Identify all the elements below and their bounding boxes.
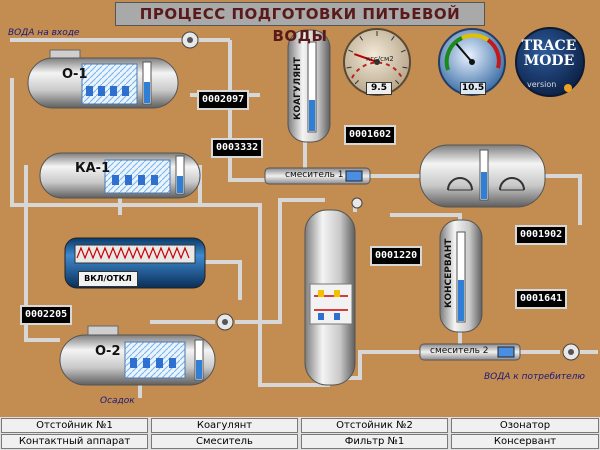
- nav-settler-1-button[interactable]: Отстойник №1: [1, 418, 148, 433]
- sediment-label: Осадок: [100, 396, 135, 406]
- tank-o1: [27, 31, 199, 109]
- heater-toggle-button[interactable]: ВКЛ/ОТКЛ: [78, 271, 138, 287]
- o2-value: 0002205: [20, 305, 73, 325]
- nav-ozonator-button[interactable]: Озонатор: [451, 418, 599, 433]
- ozonator: [419, 144, 546, 208]
- tank-preservative: [439, 219, 483, 333]
- logo-line-2: MODE: [523, 53, 575, 69]
- logo-line-1: TRACE: [521, 38, 577, 54]
- filter-1: [304, 197, 363, 386]
- pressure-unit-label: кгс/см2: [366, 55, 394, 63]
- nav-preservative-button[interactable]: Консервант: [451, 434, 599, 449]
- mixer-1: [264, 167, 371, 185]
- gauge-tick: [359, 35, 364, 41]
- gauge-tick: [395, 80, 400, 85]
- process-diagram: [10, 27, 598, 398]
- nav-coagulant-button[interactable]: Коагулянт: [151, 418, 298, 433]
- nav-filter-1-button[interactable]: Фильтр №1: [301, 434, 448, 449]
- mixer-2-label: смеситель 2: [430, 346, 489, 356]
- filter-value: 0001220: [370, 246, 423, 266]
- flow-gauge: [438, 28, 506, 96]
- gauge-tick: [402, 66, 408, 69]
- tank-ka1-label: КА-1: [75, 161, 111, 176]
- pressure-readout: 9.5: [366, 82, 392, 95]
- logo-version: version: [527, 80, 557, 89]
- nav-bar: Отстойник №1 Коагулянт Отстойник №2 Озон…: [0, 417, 600, 450]
- gauge-tick: [348, 49, 354, 53]
- water-out-label: ВОДА к потребителю: [484, 372, 585, 382]
- flow-readout: 10.5: [460, 82, 486, 95]
- nav-settler-2-button[interactable]: Отстойник №2: [301, 418, 448, 433]
- logo-text: TRACE MODE: [520, 39, 578, 69]
- pressure-gauge: [343, 28, 411, 96]
- o1-value: 0002097: [197, 90, 250, 110]
- coagulant-value: 0001602: [344, 125, 397, 145]
- gauge-tick: [346, 66, 352, 69]
- ka1-value: 0003332: [211, 138, 264, 158]
- page-title: ПРОЦЕСС ПОДГОТОВКИ ПИТЬЕВОЙ ВОДЫ: [115, 2, 485, 45]
- nav-mixer-button[interactable]: Смеситель: [151, 434, 298, 449]
- preservative-value: 0001641: [515, 289, 568, 309]
- tank-o2-label: О-2: [95, 344, 121, 359]
- gauge-tick: [400, 49, 406, 53]
- nav-contact-apparatus-button[interactable]: Контактный аппарат: [1, 434, 148, 449]
- gauge-tick: [354, 80, 359, 85]
- tank-o1-label: О-1: [62, 67, 88, 82]
- tank-ka1: [39, 152, 201, 199]
- tank-coagulant: [287, 29, 331, 143]
- preservative-label: КОНСЕРВАНТ: [444, 238, 454, 308]
- gauge-tick: [390, 35, 395, 41]
- trace-mode-logo: [515, 27, 585, 97]
- ozonator-value: 0001902: [515, 225, 568, 245]
- mixer-2: [419, 343, 580, 361]
- water-in-label: ВОДА на входе: [8, 28, 80, 38]
- mixer-1-label: смеситель 1: [285, 170, 344, 180]
- tank-o2: [59, 313, 234, 386]
- coagulant-label: КОАГУЛЯНТ: [293, 57, 303, 120]
